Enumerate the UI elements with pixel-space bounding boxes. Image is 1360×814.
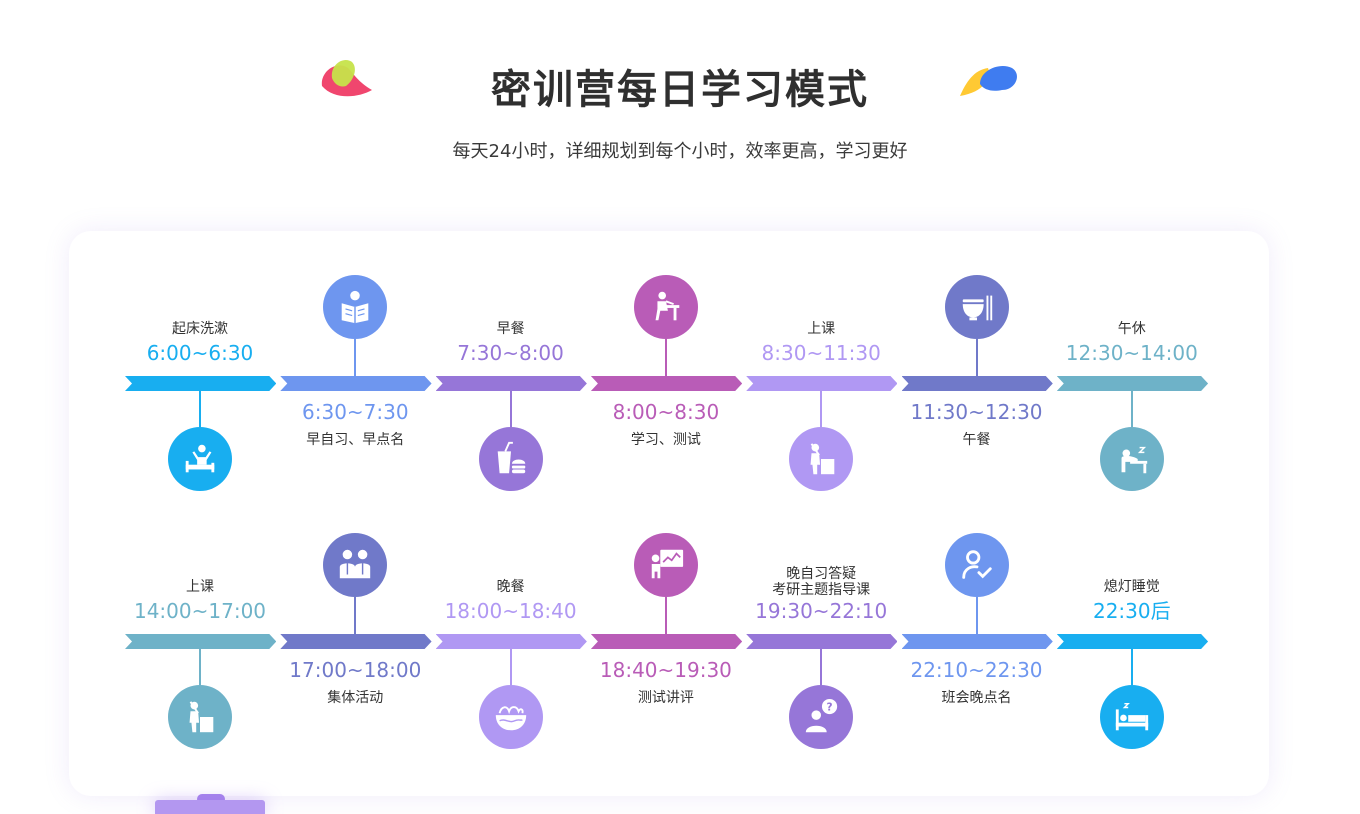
activity-label: 午休 [1117,321,1146,337]
timeline-segment-bar [1057,634,1208,649]
activity-icon-circle [633,275,698,339]
bowl-chopsticks-icon [962,295,992,321]
activity-icon-circle [944,275,1009,339]
activity-icon-circle: ? [789,685,854,749]
group-people-icon [340,549,371,579]
timeline-segment-bar [125,376,276,391]
timeline-connector [664,339,667,376]
activity-time: 19:30~22:10 [755,599,888,623]
right-decoration-icon [958,62,1020,98]
timeline-connector [199,391,201,427]
timeline-segment-bar [1057,376,1208,391]
activity-label: 上课 [186,579,214,595]
activity-icon-circle [323,533,388,597]
timeline-segment-bar [902,634,1053,649]
activity-label: 晚自习答疑 考研主题指导课 [772,566,871,598]
timeline-segment-bar [902,376,1053,391]
bed-stretch-icon [185,444,215,473]
desk-nap-icon [1121,446,1147,474]
activity-label: 午餐 [962,432,991,448]
timeline-connector [509,391,512,427]
drink-burger-icon [497,441,525,474]
activity-time: 6:30~7:30 [302,400,409,424]
timeline-connector [975,597,978,634]
activity-label: 上课 [807,321,836,337]
activity-label: 晚餐 [496,579,525,595]
activity-time: 18:00~18:40 [444,599,577,623]
activity-label: 集体活动 [327,690,384,706]
question-person-icon: ? [805,698,838,733]
timeline-segment-bar [591,634,742,649]
page-title: 密训营每日学习模式 [491,67,869,113]
bottom-tab[interactable] [155,800,265,814]
timeline-segment-bar [746,634,897,649]
activity-icon-circle [1099,427,1164,491]
activity-icon-circle [944,533,1009,597]
activity-time: 17:00~18:00 [289,658,422,682]
timeline-connector [975,339,978,376]
timeline-connector [354,597,357,634]
presentation-board-icon [651,549,683,579]
activity-time: 12:30~14:00 [1065,341,1198,365]
activity-time: 8:00~8:30 [612,400,720,424]
activity-time: 22:10~22:30 [910,658,1043,682]
timeline-segment-bar [125,634,276,649]
activity-icon-circle [168,685,232,749]
tab-handle [197,794,225,804]
timeline-connector [1130,391,1133,427]
student-desk-icon [655,291,680,321]
timeline-segment-bar [280,376,431,391]
reading-book-icon [341,290,369,324]
activity-icon-circle [168,427,232,491]
activity-icon-circle [323,275,388,339]
teacher-lectern-icon [810,443,835,475]
activity-icon-circle [478,427,543,491]
teacher-lectern-icon [189,701,214,733]
left-decoration-icon [318,56,374,98]
activity-label: 早餐 [496,321,525,337]
activity-icon-circle [1099,685,1164,749]
person-check-icon [961,550,992,579]
noodle-bowl-icon [495,706,526,731]
activity-time: 14:00~17:00 [133,599,267,623]
activity-label: 熄灯睡觉 [1103,579,1160,595]
timeline-segment-bar [591,376,742,391]
timeline-segment-bar [436,376,587,391]
timeline-connector [820,649,823,685]
activity-icon-circle [478,685,543,749]
timeline-segment-bar [746,376,897,391]
activity-time: 11:30~12:30 [910,400,1043,424]
activity-label: 班会晚点名 [941,690,1012,706]
activity-label: 学习、测试 [630,432,701,448]
activity-label: 起床洗漱 [172,321,228,337]
activity-time: 7:30~8:00 [457,341,564,365]
timeline-connector [1130,649,1133,685]
timeline-connector [664,597,667,634]
timeline-connector [509,649,512,685]
activity-label: 早自习、早点名 [306,432,405,448]
timeline-segment-bar [436,634,587,649]
activity-time: 8:30~11:30 [761,341,881,365]
activity-time: 18:40~19:30 [599,658,732,682]
activity-icon-circle [789,427,854,491]
svg-text:?: ? [827,701,833,713]
activity-label: 测试讲评 [637,690,694,706]
timeline-connector [354,339,357,376]
timeline-connector [199,649,201,685]
timeline-segment-bar [280,634,431,649]
timeline-connector [820,391,823,427]
activity-time: 6:00~6:30 [146,341,254,365]
activity-time: 22:30后 [1092,599,1171,623]
page-subtitle: 每天24小时，详细规划到每个小时，效率更高，学习更好 [452,141,908,162]
activity-icon-circle [633,533,698,597]
sleep-bed-icon [1115,702,1148,731]
